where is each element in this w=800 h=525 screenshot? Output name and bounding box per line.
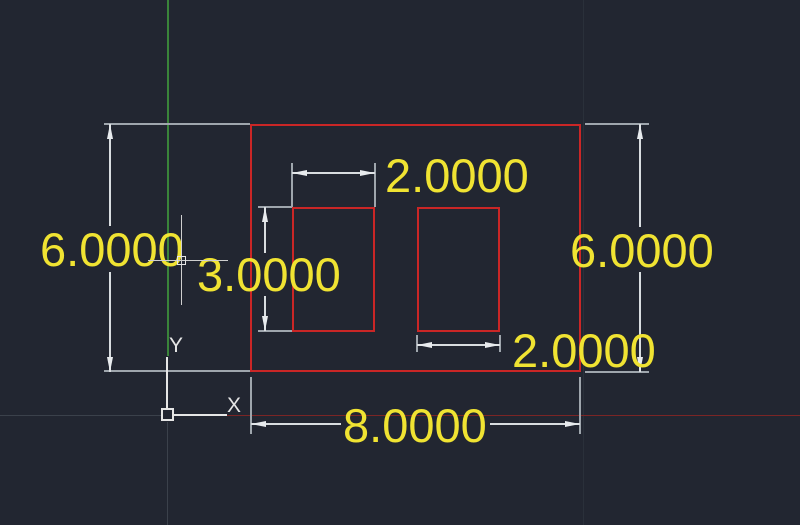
dimension-text[interactable]: 8.0000	[343, 399, 487, 452]
ucs-origin-box	[161, 408, 174, 421]
dimension-line	[292, 172, 375, 174]
arrowhead-right	[360, 170, 375, 176]
dimension-line	[417, 344, 500, 346]
arrowhead-up	[107, 124, 113, 139]
inner-rectangle-left[interactable]	[292, 207, 375, 332]
dimension-line	[251, 423, 341, 425]
dimension-text[interactable]: 6.0000	[40, 223, 184, 276]
dimension-text[interactable]: 6.0000	[570, 224, 714, 277]
dimension-line	[109, 124, 111, 226]
arrowhead-left	[251, 421, 266, 427]
arrowhead-left	[292, 170, 307, 176]
dimension-line	[639, 124, 641, 227]
extension-line	[258, 206, 292, 208]
inner-rectangle-right[interactable]	[417, 207, 500, 332]
extension-line	[579, 377, 581, 434]
extension-line	[104, 123, 250, 125]
arrowhead-up	[262, 207, 268, 222]
grid-line-vertical	[583, 0, 584, 525]
extension-line	[585, 123, 649, 125]
arrowhead-up	[637, 124, 643, 139]
y-axis-positive	[167, 0, 169, 356]
arrowhead-right	[565, 421, 580, 427]
dimension-line	[490, 423, 580, 425]
y-axis-negative	[167, 422, 168, 525]
arrowhead-down	[262, 316, 268, 331]
dimension-text[interactable]: 2.0000	[385, 149, 529, 202]
crosshair-horizontal	[148, 260, 228, 261]
extension-line	[374, 163, 376, 207]
x-axis-positive	[223, 415, 800, 416]
dimension-text[interactable]: 3.0000	[197, 248, 341, 301]
ucs-y-label: Y	[169, 334, 184, 357]
dimension-line	[639, 272, 641, 372]
arrowhead-left	[417, 342, 432, 348]
outer-rectangle[interactable]	[250, 124, 581, 372]
x-axis-negative	[0, 415, 161, 416]
dimension-line	[109, 272, 111, 372]
arrowhead-down	[637, 357, 643, 372]
extension-line	[499, 335, 501, 352]
dimension-text[interactable]: 2.0000	[512, 324, 656, 377]
extension-line	[291, 163, 293, 207]
crosshair-pickbox	[177, 256, 186, 265]
arrowhead-right	[485, 342, 500, 348]
ucs-y-arm	[166, 357, 168, 409]
dimension-line	[264, 207, 266, 253]
extension-line	[258, 330, 292, 332]
arrowhead-down	[107, 357, 113, 372]
extension-line	[104, 370, 250, 372]
ucs-x-arm	[174, 414, 227, 416]
extension-line	[250, 377, 252, 434]
extension-line	[585, 371, 649, 373]
dimension-line	[264, 296, 266, 331]
ucs-x-label: X	[227, 394, 242, 417]
